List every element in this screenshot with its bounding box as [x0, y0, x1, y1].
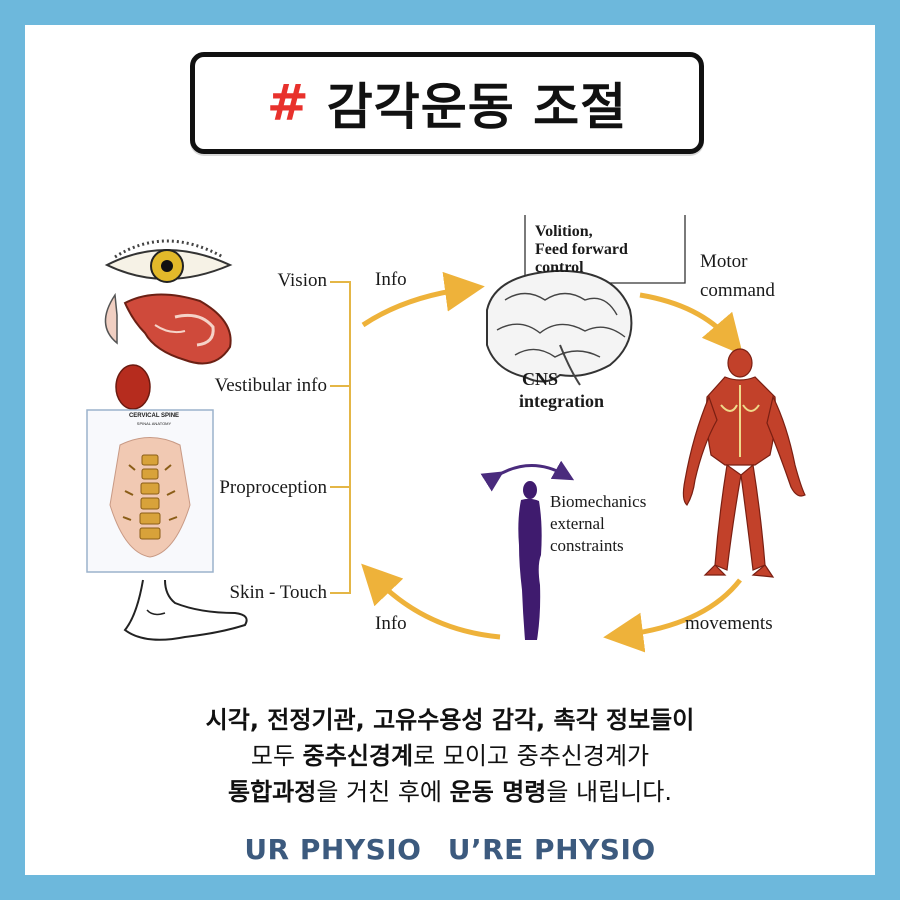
label-movements: movements	[685, 613, 773, 634]
label-info-bottom: Info	[375, 613, 407, 634]
muscle-highlights	[720, 385, 760, 457]
label-motor-command: Motor command	[700, 251, 775, 301]
label-biomechanics: Biomechanics external constraints	[550, 492, 647, 555]
label-info-top: Info	[375, 269, 407, 290]
spine-card-heading: CERVICAL SPINE	[128, 413, 180, 419]
brand-1: UR PHYSIO	[244, 833, 422, 866]
label-vestibular: Vestibular info	[214, 375, 327, 396]
arrow-motor-command	[639, 292, 744, 356]
brain-icon	[486, 269, 633, 386]
title-box: # 감각운동 조절	[190, 52, 704, 154]
label-proprioception: Proproception	[219, 477, 327, 498]
spine-illustration	[86, 409, 214, 573]
sensorimotor-diagram	[86, 215, 806, 653]
description-line-2: 모두 중추신경계로 모이고 중추신경계가	[250, 742, 650, 770]
spine-card-subheading: SPINAL ANATOMY	[136, 421, 172, 426]
arrow-movements	[603, 578, 742, 653]
description-line-1: 시각, 전정기관, 고유수용성 감각, 촉각 정보들이	[205, 706, 695, 734]
footer-brand: UR PHYSIO U’RE PHYSIO	[25, 833, 875, 866]
label-volition: Volition, Feed forward control	[535, 223, 628, 276]
human-silhouette-icon	[518, 481, 542, 640]
inner-ear-icon	[104, 292, 232, 365]
muscle-spindle-icon	[115, 364, 151, 410]
sensory-bracket	[330, 281, 351, 594]
eye-icon	[104, 239, 233, 283]
brand-2: U’RE PHYSIO	[447, 833, 656, 866]
label-vision: Vision	[277, 270, 327, 291]
foot-icon	[123, 579, 248, 641]
arrow-info-top	[361, 271, 485, 328]
rotation-arrow	[480, 460, 575, 492]
label-touch: Skin - Touch	[229, 582, 327, 603]
description-line-3: 통합과정을 거친 후에 운동 명령을 내립니다.	[228, 778, 672, 806]
content-card: # 감각운동 조절	[25, 25, 875, 875]
description-text: 시각, 전정기관, 고유수용성 감각, 촉각 정보들이 모두 중추신경계로 모이…	[25, 702, 875, 810]
hash-symbol: #	[266, 74, 309, 132]
page-title: 감각운동 조절	[326, 78, 628, 136]
label-integration: integration	[519, 391, 604, 411]
muscular-body-icon	[682, 348, 806, 578]
label-cns: CNS	[522, 369, 559, 389]
arrow-info-bottom	[361, 563, 501, 640]
